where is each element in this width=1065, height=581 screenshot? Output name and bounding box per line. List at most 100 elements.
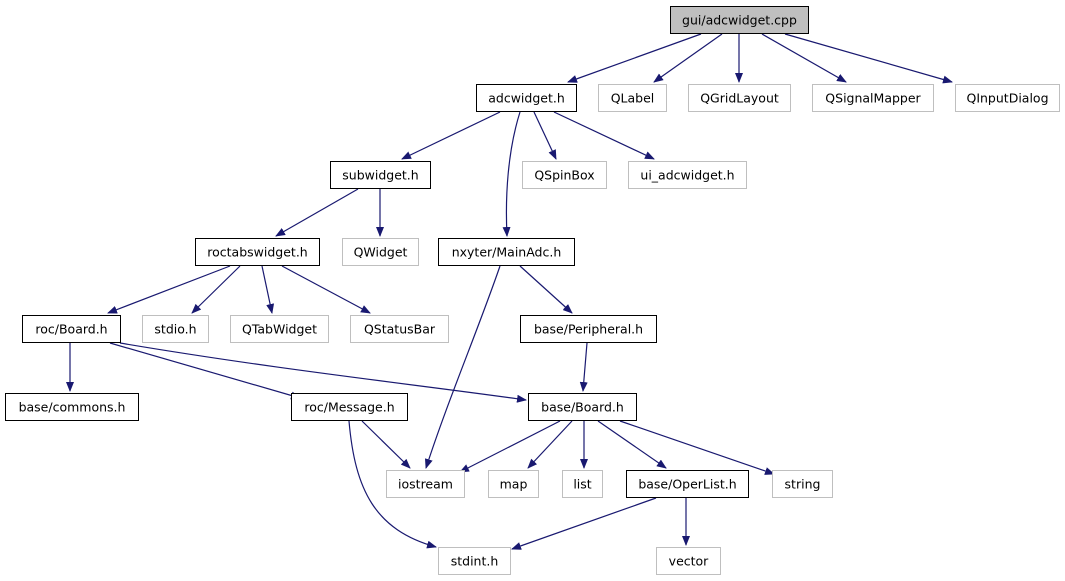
node-label: QGridLayout [700, 91, 779, 106]
node-stdio_h: stdio.h [142, 315, 209, 343]
node-label: QLabel [611, 91, 655, 106]
node-box [670, 6, 809, 34]
node-box [528, 393, 637, 421]
node-label: roc/Message.h [304, 400, 394, 415]
node-QSpinBox: QSpinBox [522, 161, 607, 189]
node-label: subwidget.h [342, 168, 418, 183]
edge-roc_Board_h-to-roc_Message_h [109, 342, 301, 400]
node-stdint_h: stdint.h [438, 547, 511, 575]
node-box [342, 238, 419, 266]
node-label: base/Board.h [541, 400, 624, 415]
node-label: roc/Board.h [35, 322, 107, 337]
node-ui_adcwidget_h: ui_adcwidget.h [628, 161, 747, 189]
edge-adcwidget_h-to-subwidget_h [401, 111, 501, 160]
node-QInputDialog: QInputDialog [955, 84, 1060, 112]
edge-nxyter_MainAdc_h-to-base_Peripheral_h [519, 265, 573, 314]
node-label: QSpinBox [534, 168, 594, 183]
edge-roctabswidget_h-to-roc_Board_h [107, 265, 231, 314]
node-box [438, 547, 511, 575]
node-label: iostream [398, 477, 453, 492]
node-list: list [562, 470, 603, 498]
node-label: gui/adcwidget.cpp [682, 13, 797, 28]
node-base_Board_h[interactable]: base/Board.h [528, 393, 637, 421]
node-label: nxyter/MainAdc.h [452, 245, 562, 260]
node-label: base/commons.h [19, 400, 126, 415]
node-box [628, 161, 747, 189]
node-box [598, 84, 667, 112]
node-label: adcwidget.h [488, 91, 565, 106]
node-iostream: iostream [386, 470, 465, 498]
node-box [5, 393, 139, 421]
node-label: list [573, 477, 591, 492]
node-base_Peripheral_h[interactable]: base/Peripheral.h [520, 315, 657, 343]
node-label: stdio.h [154, 322, 196, 337]
node-box [142, 315, 209, 343]
node-string: string [772, 470, 833, 498]
node-adcwidget_cpp[interactable]: gui/adcwidget.cpp [670, 6, 809, 34]
node-QStatusBar: QStatusBar [350, 315, 449, 343]
node-box [520, 315, 657, 343]
edge-roc_Board_h-to-base_Board_h [119, 342, 527, 403]
node-box [291, 393, 408, 421]
node-box [812, 84, 934, 112]
node-adcwidget_h[interactable]: adcwidget.h [476, 84, 577, 112]
node-box [688, 84, 791, 112]
edge-adcwidget_cpp-to-QSignalMapper [761, 33, 847, 83]
node-label: QSignalMapper [825, 91, 921, 106]
node-QWidget: QWidget [342, 238, 419, 266]
node-box [350, 315, 449, 343]
edge-adcwidget_h-to-QSpinBox [533, 111, 557, 160]
node-QSignalMapper: QSignalMapper [812, 84, 934, 112]
edge-roc_Message_h-to-iostream [361, 420, 411, 469]
node-box [22, 315, 121, 343]
edge-base_Board_h-to-iostream [459, 420, 561, 473]
edge-adcwidget_h-to-nxyter_MainAdc_h [502, 111, 521, 237]
edge-subwidget_h-to-roctabswidget_h [275, 188, 359, 237]
node-box [386, 470, 465, 498]
node-box [522, 161, 607, 189]
edge-base_Board_h-to-map [527, 420, 573, 469]
node-label: roctabswidget.h [207, 245, 307, 260]
node-roctabswidget_h[interactable]: roctabswidget.h [195, 238, 320, 266]
node-vector: vector [656, 547, 721, 575]
node-subwidget_h[interactable]: subwidget.h [330, 161, 431, 189]
node-label: base/OperList.h [638, 477, 736, 492]
node-label: stdint.h [451, 554, 499, 569]
node-QTabWidget: QTabWidget [230, 315, 329, 343]
node-box [438, 238, 575, 266]
edges-layer [66, 33, 953, 550]
edge-roctabswidget_h-to-QTabWidget [261, 265, 275, 314]
node-base_commons_h[interactable]: base/commons.h [5, 393, 139, 421]
node-map: map [488, 470, 539, 498]
edge-adcwidget_h-to-ui_adcwidget_h [553, 111, 655, 160]
node-box [330, 161, 431, 189]
node-box [230, 315, 329, 343]
node-label: vector [669, 554, 710, 569]
edge-base_OperList_h-to-stdint_h [511, 497, 657, 550]
edge-adcwidget_cpp-to-QLabel [653, 33, 723, 83]
node-roc_Board_h[interactable]: roc/Board.h [22, 315, 121, 343]
node-box [656, 547, 721, 575]
node-QGridLayout: QGridLayout [688, 84, 791, 112]
node-base_OperList_h[interactable]: base/OperList.h [626, 470, 749, 498]
node-QLabel: QLabel [598, 84, 667, 112]
nodes-layer: gui/adcwidget.cpp adcwidget.h QLabel QGridL… [5, 6, 1060, 575]
edge-base_Peripheral_h-to-base_Board_h [579, 342, 588, 392]
edge-base_Board_h-to-string [619, 420, 775, 475]
edge-base_Board_h-to-base_OperList_h [597, 420, 667, 469]
node-label: QTabWidget [242, 322, 317, 337]
node-nxyter_MainAdc_h[interactable]: nxyter/MainAdc.h [438, 238, 575, 266]
node-label: map [500, 477, 528, 492]
edge-roc_Message_h-to-stdint_h [348, 420, 437, 549]
node-label: base/Peripheral.h [534, 322, 643, 337]
edge-adcwidget_cpp-to-adcwidget_h [567, 33, 702, 83]
node-label: QWidget [354, 245, 408, 260]
node-box [195, 238, 320, 266]
node-box [955, 84, 1060, 112]
node-box [562, 470, 603, 498]
node-roc_Message_h[interactable]: roc/Message.h [291, 393, 408, 421]
edge-roctabswidget_h-to-QStatusBar [281, 265, 371, 314]
node-box [488, 470, 539, 498]
node-label: QInputDialog [966, 91, 1048, 106]
